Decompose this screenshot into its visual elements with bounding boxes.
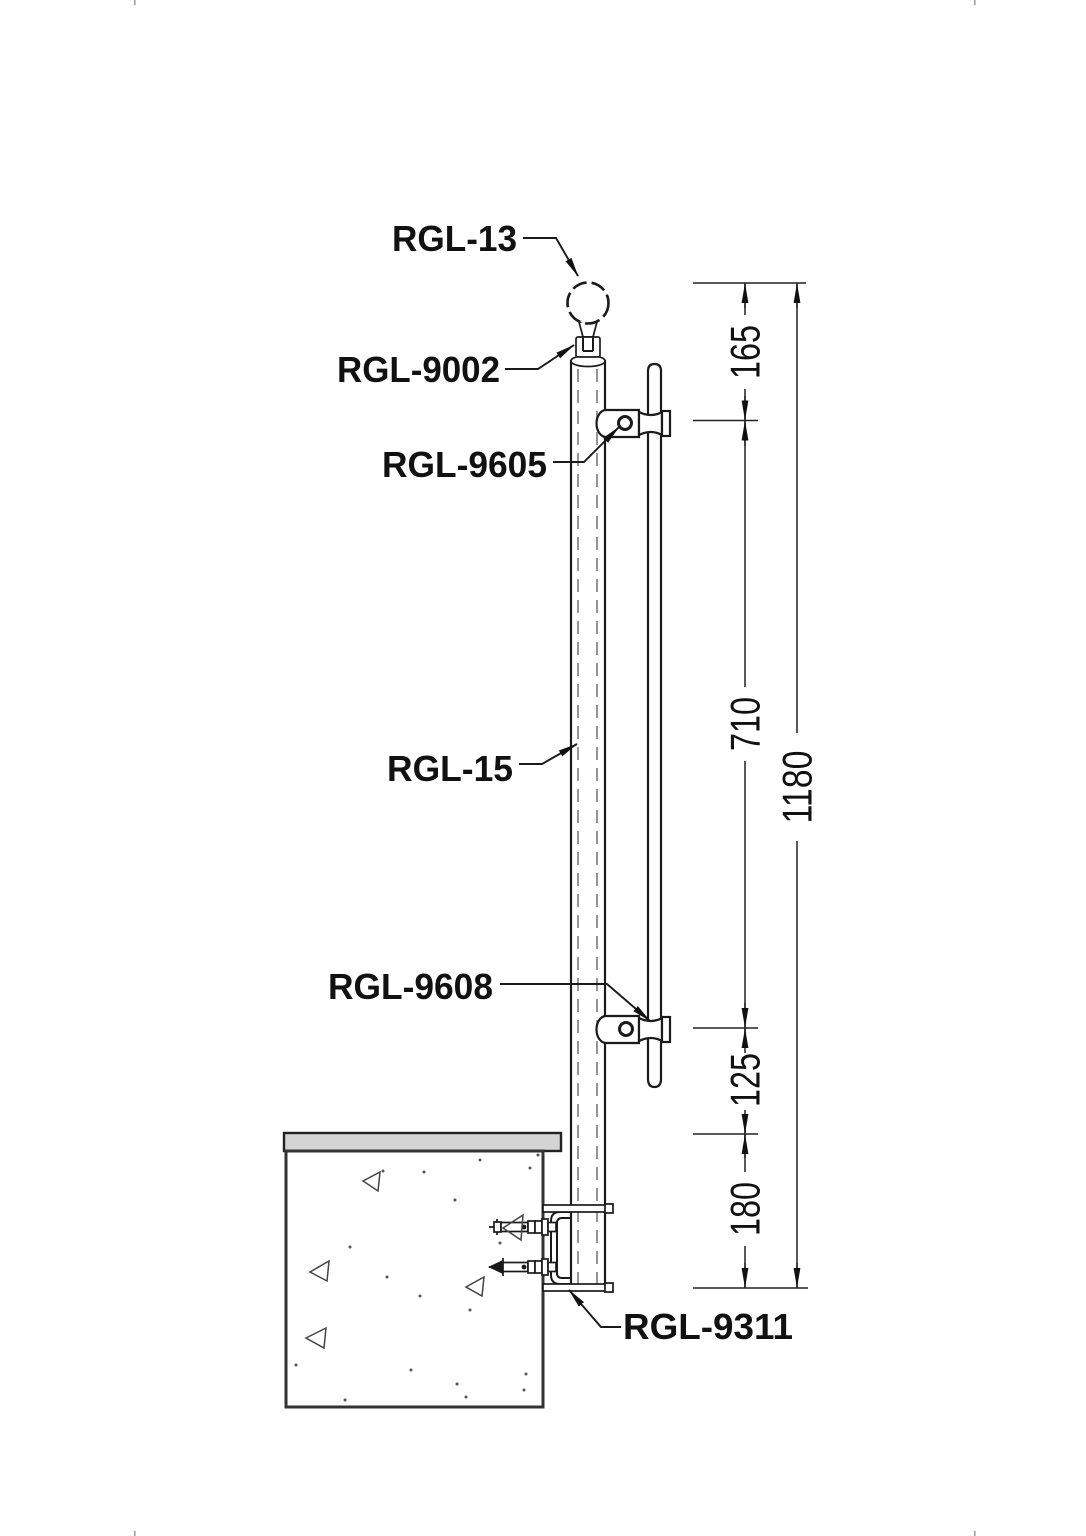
- offset-bar: [646, 362, 663, 1089]
- dimension-165: 165: [722, 325, 769, 379]
- wall-bracket-rgl-9311: [542, 1203, 614, 1293]
- aggregate-triangle: [304, 1326, 327, 1350]
- bracket-rgl-9608: [595, 1014, 672, 1045]
- leader-lines: [500, 237, 651, 1328]
- anchor-bolt-upper: [489, 1213, 557, 1242]
- dimension-710: 710: [722, 697, 769, 751]
- part-label-rgl-9608: RGL-9608: [328, 966, 493, 1007]
- ball-cap-rgl-13: [566, 281, 610, 325]
- part-label-rgl-9605: RGL-9605: [382, 444, 547, 485]
- bracket-screw: [617, 415, 633, 431]
- aggregate-triangle: [308, 1259, 330, 1283]
- dimension-180: 180: [722, 1182, 769, 1236]
- aggregate-triangle: [501, 1213, 524, 1242]
- adapter-rgl-9002: [575, 321, 601, 358]
- dimension-125: 125: [722, 1053, 769, 1107]
- concrete-wall: [284, 1149, 545, 1409]
- part-label-rgl-9311: RGL-9311: [623, 1306, 793, 1347]
- part-label-rgl-15: RGL-15: [387, 748, 513, 789]
- anchor-bolt-lower: [488, 1258, 557, 1276]
- crop-marks: [134, 0, 976, 1536]
- bracket-rgl-9605: [595, 408, 672, 439]
- post-rgl-15: [569, 354, 607, 1290]
- bracket-screw: [618, 1021, 634, 1037]
- part-label-rgl-13: RGL-13: [392, 218, 517, 259]
- concrete-slab: [282, 1131, 563, 1153]
- aggregate-triangle: [361, 1170, 381, 1193]
- part-label-rgl-9002: RGL-9002: [337, 349, 500, 390]
- aggregate-triangle: [464, 1275, 485, 1298]
- dimension-1180: 1180: [774, 751, 821, 824]
